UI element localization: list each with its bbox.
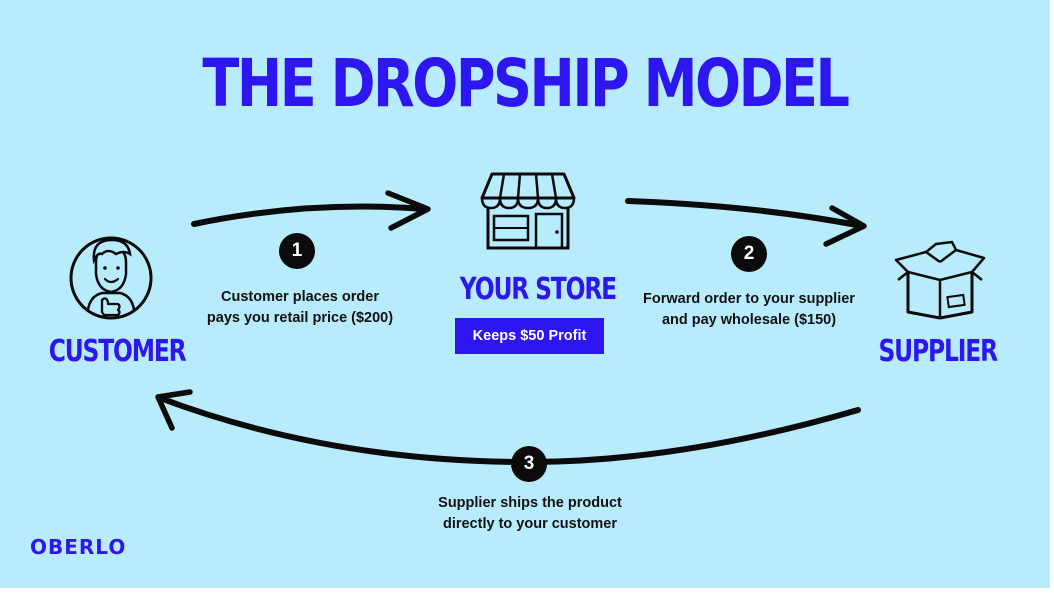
step-3-caption: Supplier ships the product directly to y… xyxy=(400,493,660,535)
step-3-badge: 3 xyxy=(511,446,547,482)
step-3-line-1: Supplier ships the product xyxy=(438,495,622,511)
supplier-label: SUPPLIER xyxy=(878,334,999,369)
step-2-badge: 2 xyxy=(731,236,767,272)
arrow-supplier-to-customer xyxy=(157,395,861,466)
step-1-caption: Customer places order pays you retail pr… xyxy=(175,287,425,329)
arrow-supplier-to-customer-head xyxy=(155,389,193,431)
arrow-customer-to-store xyxy=(191,203,428,227)
customer-icon xyxy=(69,236,153,320)
step-1-badge: 1 xyxy=(279,233,315,269)
store-label: YOUR STORE xyxy=(459,272,617,307)
store-icon xyxy=(480,172,576,250)
arrow-store-to-supplier-head xyxy=(823,205,867,247)
step-2-line-1: Forward order to your supplier xyxy=(643,291,855,307)
brand-logo: OBERLO xyxy=(30,535,127,559)
step-2-caption: Forward order to your supplier and pay w… xyxy=(614,289,884,331)
step-1-line-1: Customer places order xyxy=(221,289,379,305)
step-1-line-2: pays you retail price ($200) xyxy=(206,310,394,326)
arrow-customer-to-store-head xyxy=(385,190,431,231)
box-icon xyxy=(894,240,986,320)
step-2-line-2: and pay wholesale ($150) xyxy=(661,312,837,328)
arrow-store-to-supplier xyxy=(625,198,865,229)
page-title: THE DROPSHIP MODEL xyxy=(202,45,850,122)
customer-label: CUSTOMER xyxy=(48,334,187,369)
diagram-canvas: THE DROPSHIP MODEL CUSTOMER xyxy=(0,0,1050,588)
step-3-line-2: directly to your customer xyxy=(442,516,618,532)
profit-badge: Keeps $50 Profit xyxy=(455,318,604,354)
